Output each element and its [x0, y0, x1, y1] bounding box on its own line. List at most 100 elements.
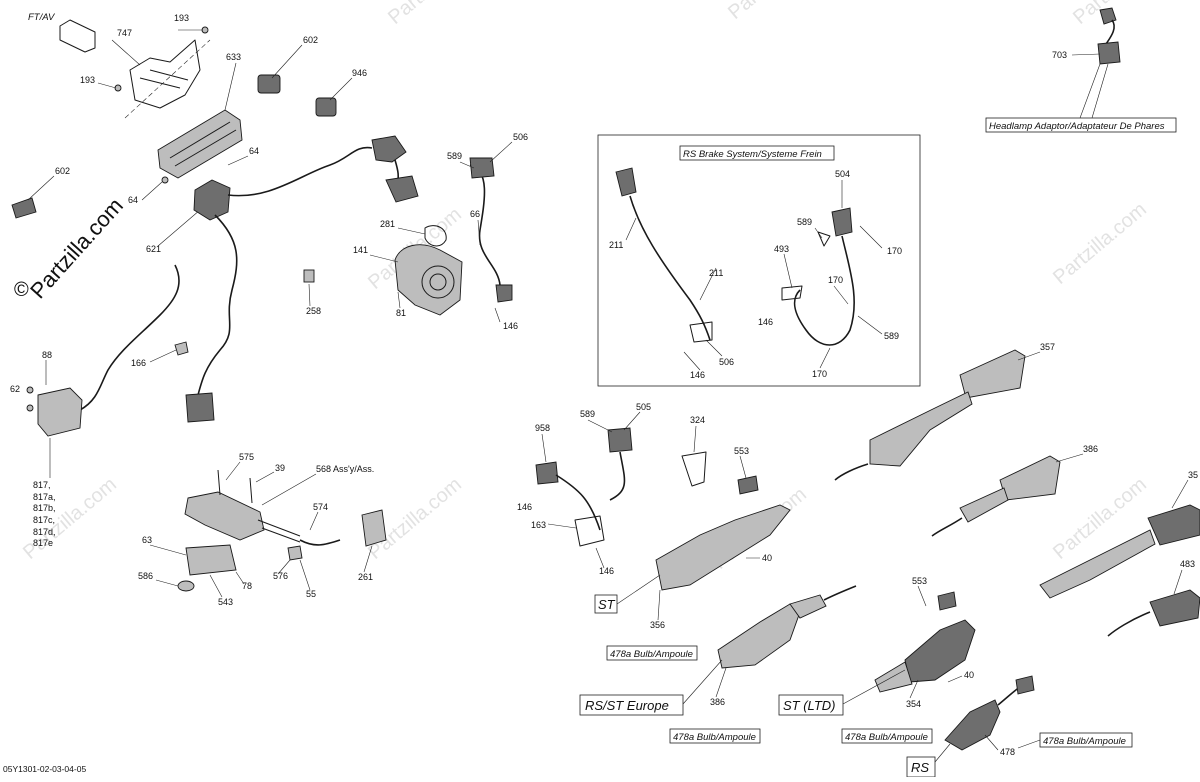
part-146-rear-low[interactable]: 146 — [599, 566, 614, 576]
part-574[interactable]: 574 — [313, 502, 328, 512]
part-64-right[interactable]: 64 — [249, 146, 259, 156]
part-281[interactable]: 281 — [380, 219, 395, 229]
lamp-357 — [959, 349, 1026, 399]
rs-brake-frame — [597, 134, 921, 387]
harness-end-connector — [185, 392, 215, 423]
part-146-top[interactable]: 146 — [503, 321, 518, 331]
part-35[interactable]: 35 — [1188, 470, 1198, 480]
part-78[interactable]: 78 — [242, 581, 252, 591]
part-553-ltd[interactable]: 553 — [912, 576, 927, 586]
part-504[interactable]: 504 — [835, 169, 850, 179]
part-817c[interactable]: 817c, — [33, 515, 55, 525]
bracket-324 — [681, 451, 707, 487]
bulb-label-356: 478a Bulb/Ampoule — [610, 649, 693, 660]
part-193-top[interactable]: 193 — [174, 13, 189, 23]
part-258[interactable]: 258 — [306, 306, 321, 316]
part-817e[interactable]: 817e — [33, 538, 53, 548]
rs-brake-box: RS Brake System/Systeme Frein 211 211 50… — [597, 134, 921, 387]
part-39[interactable]: 39 — [275, 463, 285, 473]
part-40-ltd[interactable]: 40 — [964, 670, 974, 680]
part-163[interactable]: 163 — [531, 520, 546, 530]
part-146-box-low[interactable]: 146 — [690, 370, 705, 380]
watermark-6: Partzilla.com — [1049, 198, 1151, 288]
part-261[interactable]: 261 — [358, 572, 373, 582]
part-703[interactable]: 703 — [1052, 50, 1067, 60]
part-602-top[interactable]: 602 — [303, 35, 318, 45]
part-386-bottom[interactable]: 386 — [710, 697, 725, 707]
lamp-354 — [904, 619, 976, 683]
part-568[interactable]: 568 Ass'y/Ass. — [316, 464, 374, 474]
abs-unit-141 — [394, 244, 463, 316]
part-170-mid[interactable]: 170 — [828, 275, 843, 285]
part-81[interactable]: 81 — [396, 308, 406, 318]
part-483[interactable]: 483 — [1180, 559, 1195, 569]
part-386-top[interactable]: 386 — [1083, 444, 1098, 454]
part-505[interactable]: 505 — [636, 402, 651, 412]
bracket-281 — [424, 225, 447, 247]
part-354[interactable]: 354 — [906, 699, 921, 709]
harness-connector-621 — [193, 179, 231, 221]
module-817 — [37, 387, 83, 437]
part-543[interactable]: 543 — [218, 597, 233, 607]
part-62[interactable]: 62 — [10, 384, 20, 394]
ftav-bracket-group: FT/AV 193 747 193 633 602 946 602 64 64 … — [11, 12, 367, 254]
part-589-box-low[interactable]: 589 — [884, 331, 899, 341]
diagram-code: 05Y1301-02-03-04-05 — [3, 764, 86, 774]
part-946[interactable]: 946 — [352, 68, 367, 78]
bulb-label-478: 478a Bulb/Ampoule — [1043, 736, 1126, 747]
watermark-3: Partzilla.com — [1069, 0, 1171, 29]
part-576[interactable]: 576 — [273, 571, 288, 581]
part-64-left[interactable]: 64 — [128, 195, 138, 205]
part-166[interactable]: 166 — [131, 358, 146, 368]
part-747[interactable]: 747 — [117, 28, 132, 38]
part-258-shape — [303, 269, 315, 283]
variant-st-ltd: ST (LTD) — [783, 698, 835, 713]
bracket-261 — [361, 509, 387, 547]
part-602-left[interactable]: 602 — [55, 166, 70, 176]
variant-rs-st-europe: RS/ST Europe — [585, 698, 669, 713]
ftav-direction-arrow — [59, 19, 96, 53]
part-589-top[interactable]: 589 — [447, 151, 462, 161]
part-589-rear[interactable]: 589 — [580, 409, 595, 419]
part-193-left[interactable]: 193 — [80, 75, 95, 85]
part-357[interactable]: 357 — [1040, 342, 1055, 352]
part-621[interactable]: 621 — [146, 244, 161, 254]
lamp-35 — [1147, 504, 1200, 546]
part-88[interactable]: 88 — [42, 350, 52, 360]
part-324[interactable]: 324 — [690, 415, 705, 425]
part-141[interactable]: 141 — [353, 245, 368, 255]
part-170-low[interactable]: 170 — [812, 369, 827, 379]
clip-166 — [174, 341, 189, 356]
part-478[interactable]: 478 — [1000, 747, 1015, 757]
watermark-1: Partzilla.com — [384, 0, 486, 29]
part-633[interactable]: 633 — [226, 52, 241, 62]
part-817b[interactable]: 817b, — [33, 503, 56, 513]
part-586[interactable]: 586 — [138, 571, 153, 581]
part-589-box[interactable]: 589 — [797, 217, 812, 227]
part-817[interactable]: 817, — [33, 480, 51, 490]
part-146-box[interactable]: 146 — [758, 317, 773, 327]
part-146-rear[interactable]: 146 — [517, 502, 532, 512]
part-66[interactable]: 66 — [470, 209, 480, 219]
part-575[interactable]: 575 — [239, 452, 254, 462]
part-506-box[interactable]: 506 — [719, 357, 734, 367]
part-211-right[interactable]: 211 — [709, 268, 723, 278]
part-211-left[interactable]: 211 — [609, 240, 623, 250]
abs-module-group: 506 589 281 66 141 258 81 146 — [303, 132, 528, 331]
part-506-top[interactable]: 506 — [513, 132, 528, 142]
part-63[interactable]: 63 — [142, 535, 152, 545]
part-493[interactable]: 493 — [774, 244, 789, 254]
part-356[interactable]: 356 — [650, 620, 665, 630]
part-817d[interactable]: 817d, — [33, 527, 56, 537]
watermarks: Partzilla.com © Partzilla.com Partzilla.… — [14, 0, 1171, 574]
part-40-rear[interactable]: 40 — [762, 553, 772, 563]
part-170-right[interactable]: 170 — [887, 246, 902, 256]
part-958[interactable]: 958 — [535, 423, 550, 433]
part-817a[interactable]: 817a, — [33, 492, 56, 502]
part-55[interactable]: 55 — [306, 589, 316, 599]
lamp-386-top — [999, 455, 1061, 501]
part-553-rear[interactable]: 553 — [734, 446, 749, 456]
lamp-356 — [655, 504, 791, 591]
bracket-543 — [185, 544, 237, 576]
